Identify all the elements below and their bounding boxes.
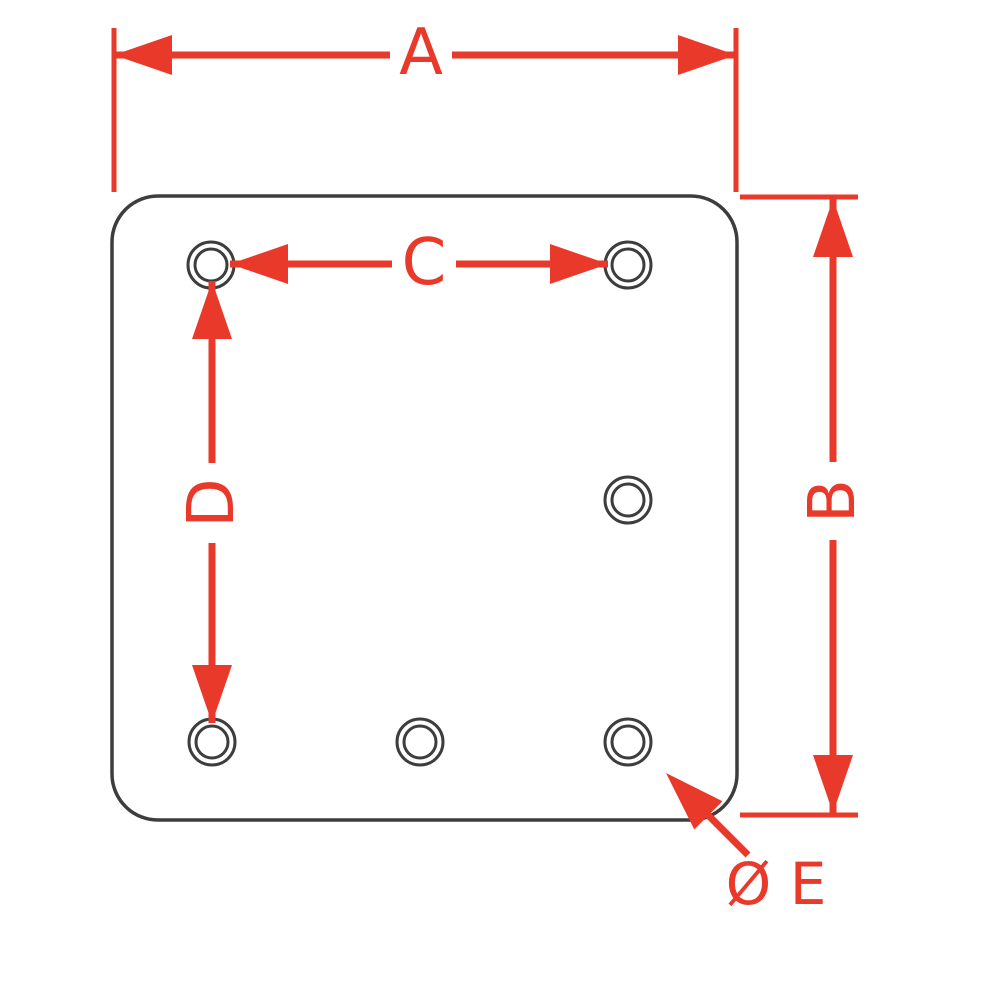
dimension-d: D [175, 281, 249, 723]
dim-d-arrowhead-top [192, 281, 232, 339]
dim-e-label: Ø E [726, 850, 827, 918]
dim-e-arrowhead [666, 773, 723, 830]
dim-c-arrowhead-left [230, 244, 288, 284]
dim-a-arrowhead-right [678, 35, 736, 75]
dim-b-arrowhead-bottom [813, 755, 853, 813]
dim-d-label: D [175, 478, 249, 527]
dim-b-arrowhead-top [813, 199, 853, 257]
dim-a-arrowhead-left [114, 35, 172, 75]
hole-middle-right [603, 475, 653, 525]
plate-outline [110, 194, 739, 822]
dim-a-label: A [399, 16, 443, 90]
dimension-c: C [230, 226, 608, 300]
dim-c-label: C [402, 226, 447, 300]
dim-d-arrowhead-bottom [192, 665, 232, 723]
hole-bottom-middle [395, 717, 445, 767]
hole-bottom-right [603, 717, 653, 767]
hole-bottom-left [187, 717, 237, 767]
dimension-a: A [111, 16, 739, 192]
dim-b-label: B [796, 479, 870, 523]
hole-top-right [603, 240, 653, 290]
dimension-b: B [740, 194, 870, 818]
dimension-e: Ø E [666, 773, 826, 918]
dim-c-arrowhead-right [550, 244, 608, 284]
